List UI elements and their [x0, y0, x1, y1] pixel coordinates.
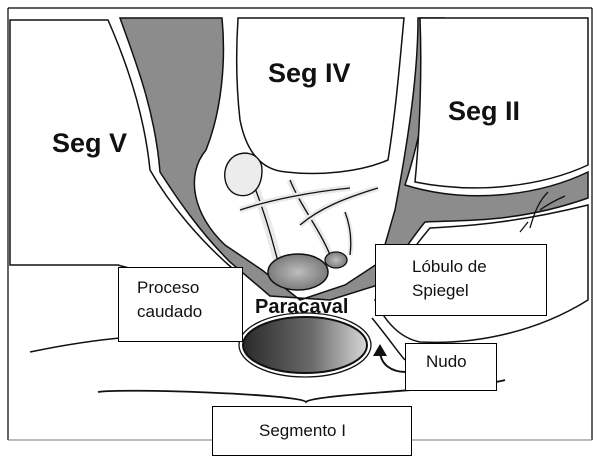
proceso-label-line2: caudado: [137, 300, 242, 324]
seg-v-label: Seg V: [52, 128, 127, 159]
nudo-arrowhead: [373, 344, 387, 356]
spiegel-lobe-box: Lóbulo de Spiegel: [375, 244, 547, 316]
nudo-label: Nudo: [426, 350, 496, 374]
spiegel-label-line2: Spiegel: [412, 279, 546, 303]
vena-cava: [243, 317, 367, 373]
spiegel-label-line1: Lóbulo de: [412, 255, 546, 279]
seg-ii-label: Seg II: [448, 96, 520, 127]
segmento-i-label: Segmento I: [259, 419, 411, 443]
paracaval-label: Paracaval: [255, 296, 348, 319]
hilar-vessels: [240, 175, 378, 262]
segmento-i-box: Segmento I: [212, 406, 412, 456]
proceso-label-line1: Proceso: [137, 276, 242, 300]
seg-iv-lobe: [237, 18, 404, 174]
gallbladder: [225, 153, 262, 195]
seg-iv-label: Seg IV: [268, 58, 351, 89]
proceso-caudado-box: Proceso caudado: [118, 267, 243, 342]
nudo-box: Nudo: [405, 343, 497, 391]
portal-vein: [268, 254, 328, 290]
hepatic-artery: [325, 252, 347, 268]
